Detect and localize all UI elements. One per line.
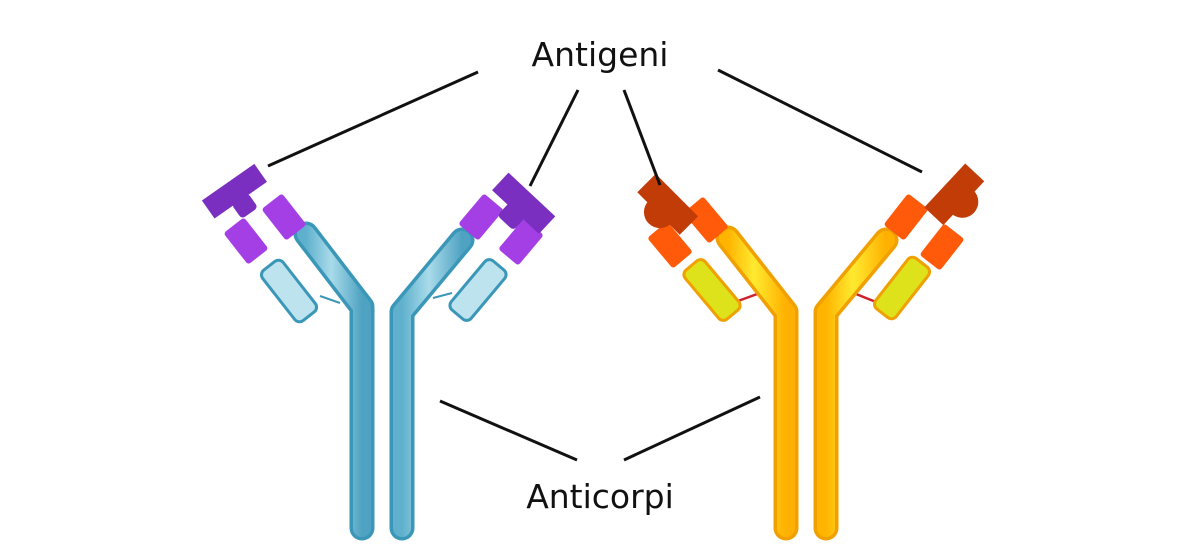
antibody-yellow	[637, 163, 985, 541]
leader-line-antibody-1	[439, 399, 578, 462]
leader-line-antigen-2	[528, 89, 580, 187]
antigen-right-2	[924, 163, 985, 226]
heavy-chain-b-fill	[393, 231, 471, 537]
label-anticorpi: Anticorpi	[526, 477, 674, 516]
leader-lines	[267, 68, 923, 462]
variable-region-light-right-1	[499, 219, 543, 265]
antigen-left-1	[201, 163, 267, 219]
antigen-right-1	[492, 172, 556, 234]
light-chain-right-1	[448, 258, 508, 322]
variable-region-light-left-2	[648, 222, 692, 268]
disulfide-bond-left-1	[319, 295, 341, 304]
disulfide-bond-right-1	[432, 292, 453, 299]
heavy-chain-c-fill	[719, 229, 795, 537]
light-chain-right-2	[872, 255, 932, 321]
leader-line-antibody-2	[623, 395, 761, 462]
heavy-chain-a-fill	[297, 225, 371, 537]
variable-region-heavy-left-2	[684, 197, 728, 243]
label-antigeni: Antigeni	[532, 35, 669, 74]
variable-region-heavy-left-1	[262, 194, 306, 240]
leader-line-antigen-3	[622, 89, 662, 186]
antibody-blue	[201, 163, 556, 541]
variable-region-heavy-right-2	[884, 194, 928, 240]
heavy-chain-d-fill	[817, 231, 895, 537]
light-chain-left-1	[259, 258, 319, 324]
light-chain-left-2	[682, 258, 742, 322]
variable-region-light-left-1	[224, 218, 268, 264]
disulfide-bond-right-2	[855, 292, 877, 304]
antigen-left-2	[637, 173, 699, 235]
variable-region-light-right-2	[920, 224, 964, 270]
leader-line-antigen-4	[717, 68, 923, 174]
variable-region-heavy-right-1	[459, 194, 503, 240]
leader-line-antigen-1	[267, 70, 479, 168]
